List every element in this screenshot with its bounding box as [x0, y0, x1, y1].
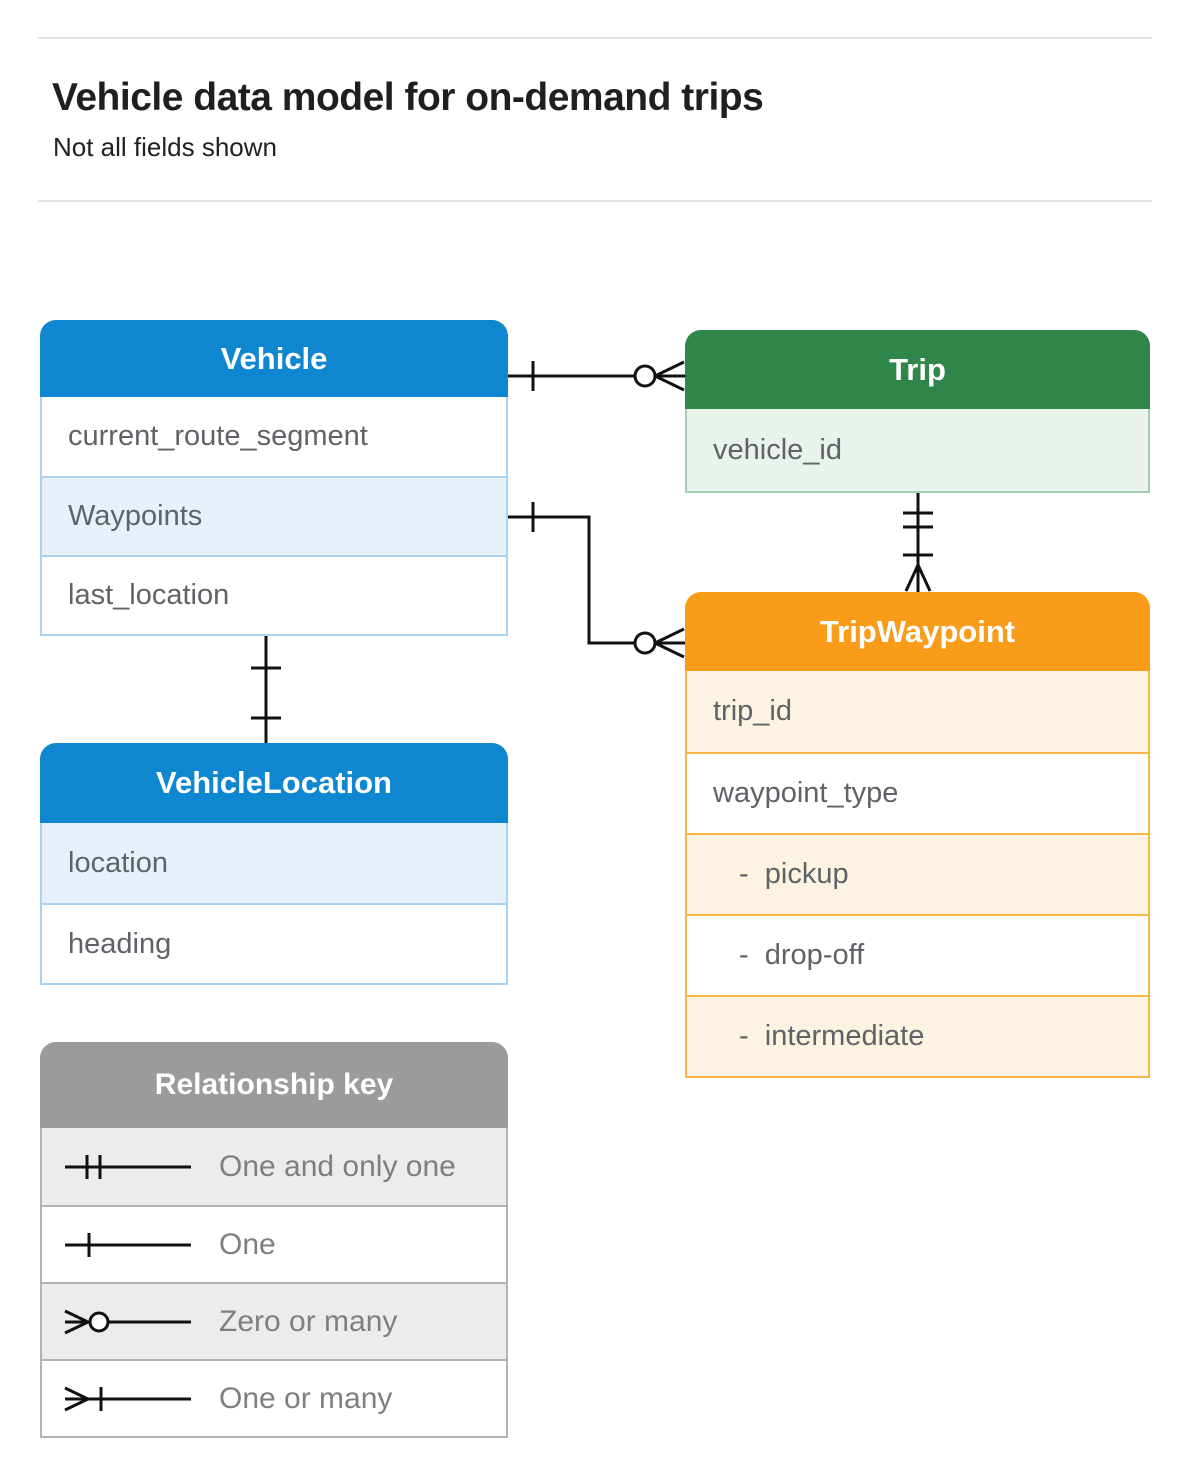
header-divider — [38, 200, 1152, 202]
legend-label: Zero or many — [219, 1304, 398, 1338]
one-and-only-one-icon — [65, 1154, 191, 1179]
crow-foot-icon — [904, 564, 932, 592]
entity-vehicle-title: Vehicle — [40, 320, 508, 397]
crow-foot-icon — [654, 360, 685, 392]
zero-or-many-icon — [64, 1309, 191, 1334]
field-vehicle-id: vehicle_id — [687, 409, 1148, 491]
legend-label: One and only one — [219, 1149, 456, 1183]
entity-vehicle: Vehicle current_route_segment Waypoints … — [40, 320, 508, 636]
legend-row-one-and-only-one: One and only one — [42, 1128, 506, 1205]
entity-vehiclelocation-body: location heading — [40, 823, 508, 985]
connector-waypoints-tripwaypoint — [508, 502, 685, 659]
field-heading: heading — [42, 903, 506, 983]
top-divider — [38, 37, 1152, 39]
enum-drop-off: - drop-off — [687, 914, 1148, 995]
page-subtitle: Not all fields shown — [53, 132, 277, 162]
field-waypoints: Waypoints — [42, 476, 506, 555]
legend-row-zero-or-many: Zero or many — [42, 1282, 506, 1359]
legend-row-one-or-many: One or many — [42, 1359, 506, 1436]
entity-trip-body: vehicle_id — [685, 409, 1150, 493]
one-icon — [65, 1232, 191, 1257]
field-location: location — [42, 823, 506, 903]
crow-foot-icon — [654, 627, 685, 659]
relationship-key-body: One and only one One Zero or many One or… — [40, 1128, 508, 1438]
entity-trip: Trip vehicle_id — [685, 330, 1150, 493]
one-or-many-icon — [64, 1386, 191, 1411]
one-tick-markers — [251, 666, 281, 720]
field-trip-id: trip_id — [687, 671, 1148, 752]
entity-tripwaypoint-title: TripWaypoint — [685, 592, 1150, 671]
page-title: Vehicle data model for on-demand trips — [52, 76, 764, 119]
entity-trip-title: Trip — [685, 330, 1150, 409]
field-waypoint-type: waypoint_type — [687, 752, 1148, 833]
entity-vehicle-body: current_route_segment Waypoints last_loc… — [40, 397, 508, 636]
relationship-key: Relationship key One and only one One Ze… — [40, 1042, 508, 1438]
one-and-only-one-ticks — [903, 511, 933, 529]
legend-label: One — [219, 1227, 276, 1261]
field-current-route-segment: current_route_segment — [42, 397, 506, 476]
legend-row-one: One — [42, 1205, 506, 1282]
legend-label: One or many — [219, 1381, 393, 1415]
entity-tripwaypoint: TripWaypoint trip_id waypoint_type - pic… — [685, 592, 1150, 1078]
connector-vehicle-vehiclelocation — [251, 634, 281, 743]
field-last-location: last_location — [42, 555, 506, 634]
entity-tripwaypoint-body: trip_id waypoint_type - pickup - drop-of… — [685, 671, 1150, 1078]
zero-circle-marker — [633, 631, 657, 655]
enum-pickup: - pickup — [687, 833, 1148, 914]
relationship-key-title: Relationship key — [40, 1042, 508, 1128]
zero-circle-marker — [633, 364, 657, 388]
entity-vehiclelocation: VehicleLocation location heading — [40, 743, 508, 985]
connector-trip-tripwaypoint — [903, 491, 933, 592]
enum-intermediate: - intermediate — [687, 995, 1148, 1076]
entity-vehiclelocation-title: VehicleLocation — [40, 743, 508, 823]
connector-vehicle-trip — [508, 360, 685, 392]
